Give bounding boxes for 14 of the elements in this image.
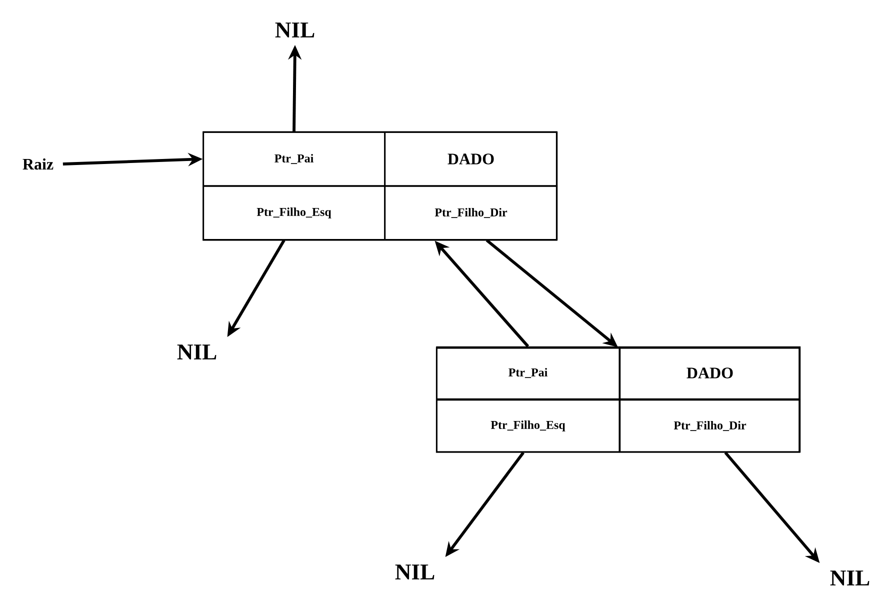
record-cell: Ptr_Filho_Esq: [436, 399, 620, 453]
nil-label: NIL: [830, 570, 870, 586]
record-cell: Ptr_Filho_Esq: [202, 186, 386, 240]
nil-label: NIL: [275, 22, 314, 38]
record-box: [436, 347, 800, 453]
root-label: Raiz: [22, 158, 54, 170]
record-cell: DADO: [384, 132, 558, 186]
record-cell: Ptr_Filho_Dir: [619, 399, 801, 453]
record-cell: Ptr_Filho_Dir: [384, 186, 558, 240]
record-cell: Ptr_Pai: [436, 346, 620, 400]
record-cell: DADO: [619, 346, 801, 400]
nil-label: NIL: [177, 344, 216, 360]
record-cell: Ptr_Pai: [202, 132, 386, 186]
nil-label: NIL: [395, 564, 434, 580]
